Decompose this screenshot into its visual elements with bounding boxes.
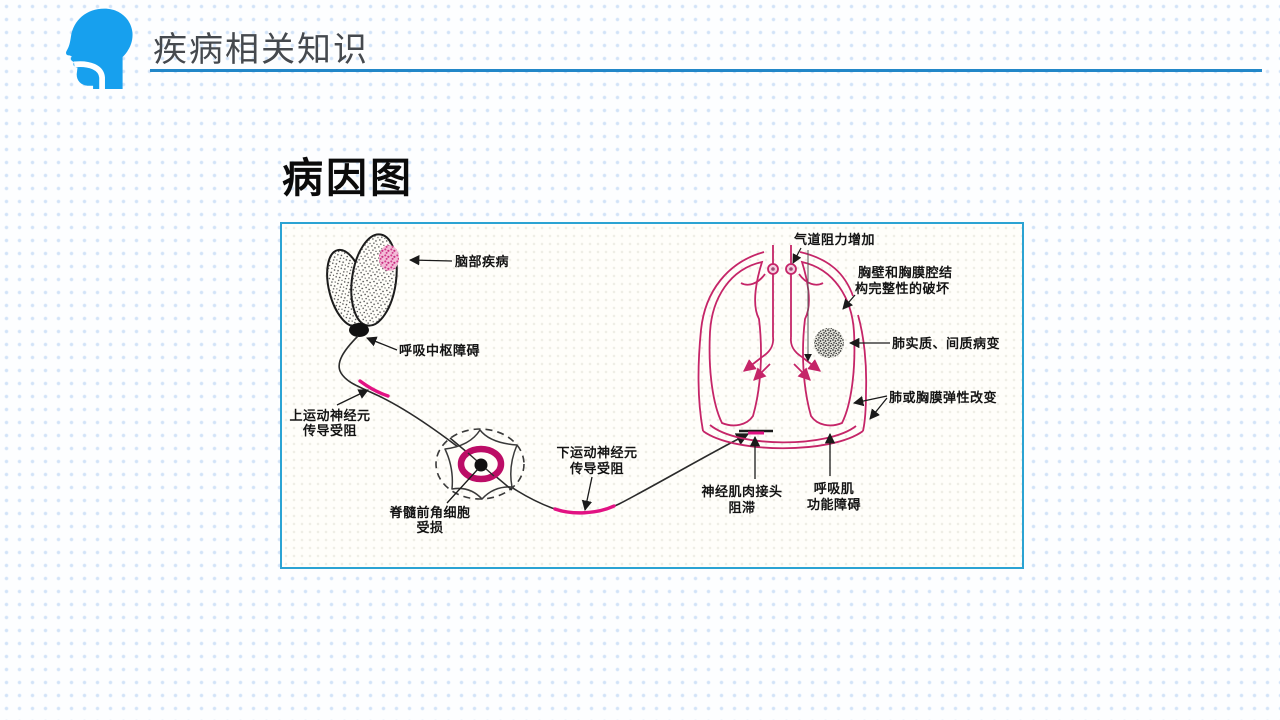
respiratory-center-dot — [349, 323, 369, 337]
elasticity-arrow-2 — [869, 397, 888, 420]
label-upper-motor-line1: 上运动神经元 — [289, 408, 370, 423]
elasticity-arrow-1 — [852, 395, 888, 407]
dashed-circle — [435, 428, 525, 500]
lower-motor-block-highlight — [553, 504, 616, 515]
slide-title: 病因图 — [282, 155, 414, 201]
label-respiratory-muscle-line2: 功能障碍 — [807, 497, 861, 512]
anterior-horn-cell-dot — [474, 458, 488, 472]
lungs-illustration — [697, 245, 868, 450]
left-main-bronchus — [761, 336, 775, 358]
left-hilum-notch — [740, 273, 766, 286]
label-chest-wall-line2: 构完整性的破坏 — [855, 281, 950, 296]
diaphragm-inner — [709, 424, 857, 444]
label-brain-disease: 脑部疾病 — [455, 254, 509, 269]
diaphragm-outer — [702, 430, 864, 450]
label-lung-parenchyma: 肺实质、间质病变 — [892, 336, 1000, 351]
label-arrows — [336, 255, 890, 512]
etiology-diagram-panel: 脑部疾病 呼吸中枢障碍 上运动神经元 传导受阻 脊髓前角细胞 受损 下运动神经元… — [280, 222, 1024, 569]
right-main-bronchus — [789, 336, 803, 358]
label-lower-motor-line1: 下运动神经元 — [556, 445, 637, 460]
lower-motor-arrow — [581, 476, 593, 512]
upper-motor-block-highlight — [358, 379, 390, 398]
head-throat-icon — [66, 8, 133, 90]
left-lung-lobe — [708, 260, 764, 427]
label-airway-resistance: 气道阻力增加 — [794, 232, 875, 247]
right-hilum-notch — [798, 273, 824, 286]
anterior-horn-pointer-line — [446, 468, 479, 504]
label-lung-elasticity: 肺或胸膜弹性改变 — [889, 390, 997, 405]
chest-wall-left — [697, 251, 765, 432]
respiratory-center-arrow — [366, 336, 398, 351]
section-header-title: 疾病相关知识 — [153, 31, 369, 69]
chest-wall-arrow — [842, 294, 856, 310]
neuromuscular-junction-mark — [739, 429, 773, 435]
header-divider-line — [150, 69, 1262, 72]
upper-motor-arrow — [336, 389, 369, 406]
label-respiratory-center: 呼吸中枢障碍 — [399, 343, 480, 358]
label-respiratory-muscle-line1: 呼吸肌 — [814, 481, 855, 496]
spinal-cord-cross-section — [435, 428, 525, 504]
throat-passage-line — [73, 61, 105, 89]
brain-disease-arrow — [408, 255, 453, 266]
nerve-pathway-curve — [338, 335, 750, 514]
label-nmj-line1: 神经肌肉接头 — [701, 484, 782, 499]
label-upper-motor-line2: 传导受阻 — [302, 423, 357, 438]
airway-short-arrow — [792, 247, 802, 264]
label-lower-motor-line2: 传导受阻 — [569, 461, 624, 476]
head-silhouette — [66, 8, 133, 90]
chest-wall-right-lower — [857, 314, 868, 432]
label-anterior-horn-line2: 受损 — [416, 520, 443, 535]
label-nmj-line2: 阻滞 — [728, 500, 755, 515]
label-anterior-horn-line1: 脊髓前角细胞 — [388, 505, 470, 520]
label-chest-wall-line1: 胸壁和胸膜腔结 — [858, 265, 953, 280]
brain-illustration — [326, 233, 399, 337]
right-lung-lobe — [800, 260, 856, 427]
etiology-diagram: 脑部疾病 呼吸中枢障碍 上运动神经元 传导受阻 脊髓前角细胞 受损 下运动神经元… — [289, 232, 1000, 535]
